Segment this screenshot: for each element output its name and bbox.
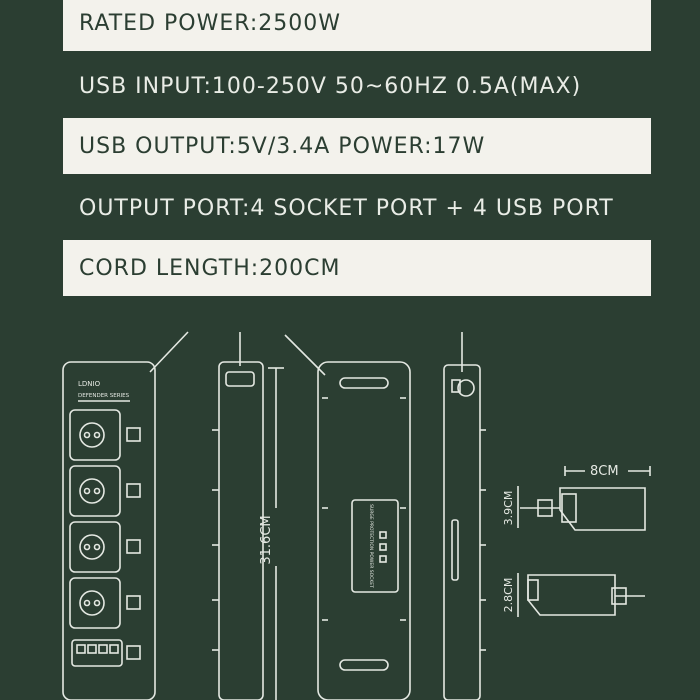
socket-3: [69, 521, 141, 573]
front-series-label: DEFENDER SERIES: [78, 393, 130, 399]
spec-rated-power: RATED POWER:2500W: [63, 0, 651, 51]
socket-2: [69, 465, 141, 517]
front-brand-label: LDNIO: [78, 380, 101, 388]
narrow-side-view: [443, 332, 486, 700]
length-dimension-label: 31.6CM: [259, 515, 274, 564]
end-view: 8CM 3.9CM: [502, 464, 651, 531]
product-dimension-diagram: LDNIO DEFENDER SERIES: [0, 300, 700, 700]
front-view: LDNIO DEFENDER SERIES: [62, 331, 189, 700]
socket-4: [69, 577, 141, 629]
thickness-dimension-label: 2.8CM: [502, 578, 515, 613]
width-dimension-label: 8CM: [590, 464, 619, 479]
side-view: 31.6CM: [212, 332, 284, 700]
spec-cord-length: CORD LENGTH:200CM: [63, 240, 651, 296]
spec-usb-output: USB OUTPUT:5V/3.4A POWER:17W: [63, 118, 651, 174]
spec-usb-input: USB INPUT:100-250V 50~60HZ 0.5A(MAX): [79, 73, 582, 99]
socket-1: [69, 409, 141, 461]
usb-ports: [71, 639, 141, 667]
plug-view: 2.8CM: [502, 573, 645, 617]
spec-output-port: OUTPUT PORT:4 SOCKET PORT + 4 USB PORT: [79, 195, 614, 221]
back-label: SURGE PROTECTION POWER SOCKET: [368, 504, 374, 588]
back-view: SURGE PROTECTION POWER SOCKET: [284, 334, 411, 700]
height-dimension-label: 3.9CM: [502, 491, 515, 526]
